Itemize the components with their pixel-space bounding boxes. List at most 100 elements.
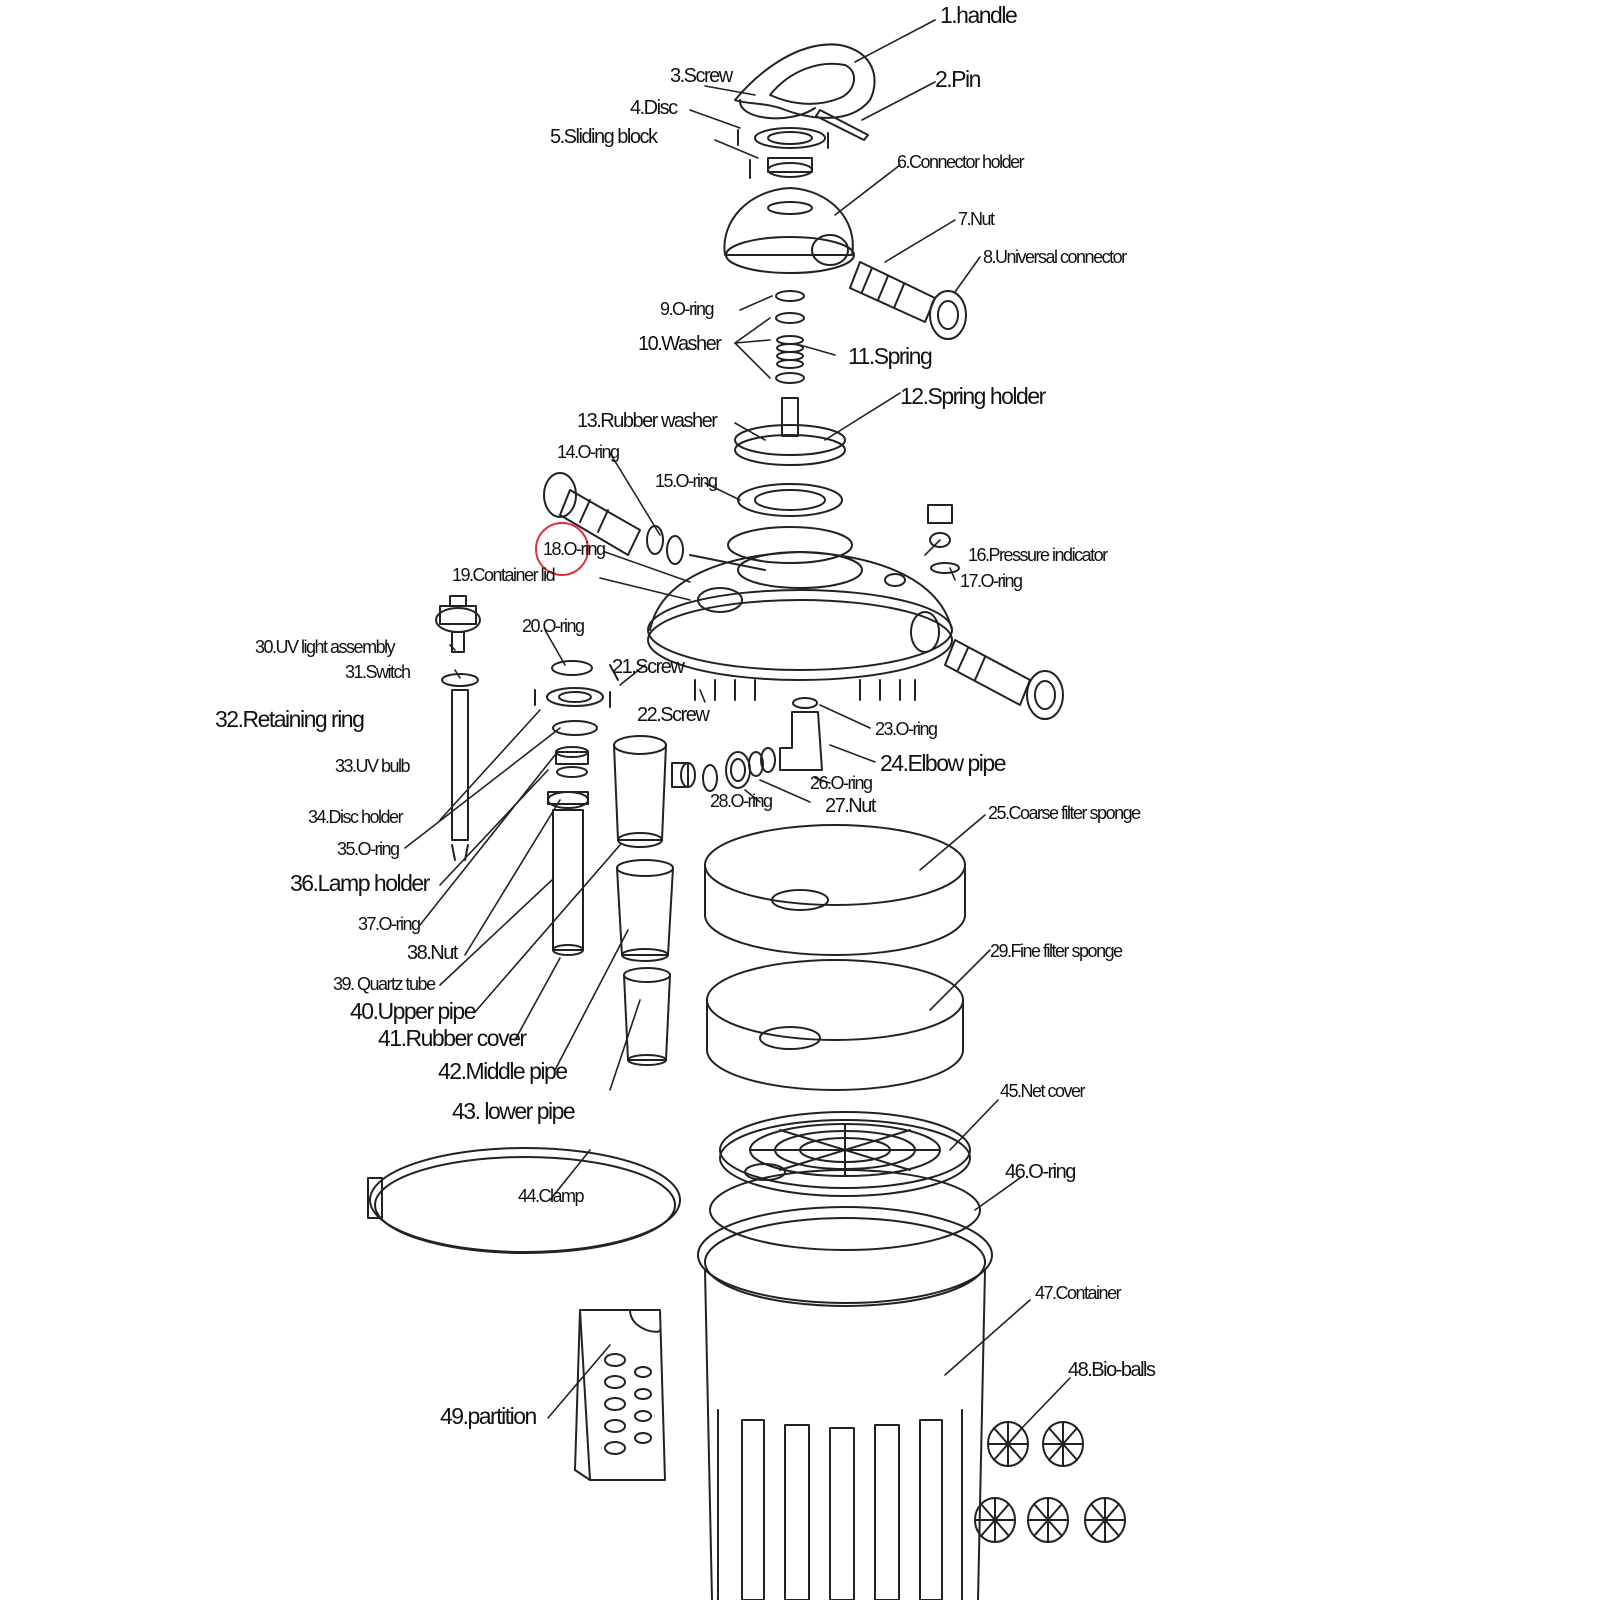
oring-28-part — [703, 765, 717, 791]
lower-pipe-part — [624, 968, 670, 1065]
label-10-washer: 10.Washer — [638, 333, 722, 355]
coarse-filter-sponge-part — [705, 825, 965, 955]
oring-9-part — [776, 291, 804, 301]
label-39-quartz-tube: 39. Quartz tube — [333, 974, 436, 994]
uv-light-assembly-part — [436, 596, 480, 632]
label-28-oring: 28.O-ring — [710, 791, 773, 811]
label-3-screw: 3.Screw — [670, 65, 733, 87]
oring-15-part — [728, 527, 852, 563]
oring-46-part — [710, 1170, 980, 1250]
upper-pipe-part — [614, 736, 666, 847]
label-11-spring: 11.Spring — [848, 343, 933, 369]
label-14-oring: 14.O-ring — [557, 442, 620, 462]
oring-35-part — [553, 721, 597, 735]
label-12-spring-holder: 12.Spring holder — [900, 383, 1046, 409]
label-18-oring: 18.O-ring — [543, 539, 606, 559]
middle-pipe-part — [617, 860, 673, 961]
oring-20-part — [552, 661, 592, 675]
nut-38-part — [548, 792, 588, 808]
label-1-handle: 1.handle — [940, 2, 1018, 28]
rubber-washer-part — [738, 484, 842, 516]
lamp-holder-part — [556, 747, 588, 764]
pressure-indicator-part — [928, 505, 952, 547]
label-31-switch: 31.Switch — [345, 662, 411, 682]
label-34-disc-holder: 34.Disc holder — [308, 807, 404, 827]
net-cover-part — [720, 1112, 970, 1196]
label-25-coarse-filter-sponge: 25.Coarse filter sponge — [988, 803, 1141, 823]
oring-18-part — [667, 536, 683, 564]
bio-ball-2 — [1043, 1422, 1083, 1466]
label-9-oring: 9.O-ring — [660, 299, 715, 319]
label-40-upper-pipe: 40.Upper pipe — [350, 998, 477, 1024]
partition-part — [575, 1310, 665, 1480]
label-36-lamp-holder: 36.Lamp holder — [290, 870, 430, 896]
universal-connector-right-top — [850, 262, 966, 339]
label-33-uv-bulb: 33.UV bulb — [335, 756, 411, 776]
label-37-oring: 37.O-ring — [358, 914, 421, 934]
disc-part — [755, 128, 825, 148]
uv-bulb-part — [452, 690, 468, 860]
bio-ball-4 — [1028, 1498, 1068, 1542]
washer-part — [776, 313, 804, 383]
fine-filter-sponge-part — [707, 960, 963, 1090]
bio-ball-5 — [1085, 1498, 1125, 1542]
label-13-rubber-washer: 13.Rubber washer — [577, 410, 718, 432]
label-42-middle-pipe: 42.Middle pipe — [438, 1058, 568, 1084]
label-7-nut: 7.Nut — [958, 209, 995, 229]
disc-holder-part — [547, 688, 603, 706]
oring-14-part — [647, 526, 663, 554]
universal-connector-right-lower — [945, 640, 1063, 719]
sliding-block-part — [750, 158, 812, 178]
label-21-screw: 21.Screw — [612, 656, 685, 678]
label-29-fine-filter-sponge: 29.Fine filter sponge — [990, 941, 1123, 961]
label-32-retaining-ring: 32.Retaining ring — [215, 706, 365, 732]
bio-ball-1 — [988, 1422, 1028, 1466]
label-24-elbow-pipe: 24.Elbow pipe — [880, 750, 1007, 776]
label-19-container-lid: 19.Container lid — [452, 565, 556, 585]
label-5-sliding-block: 5.Sliding block — [550, 126, 658, 148]
screw-21-part — [535, 665, 618, 707]
label-45-net-cover: 45.Net cover — [1000, 1081, 1086, 1101]
label-27-nut: 27.Nut — [825, 795, 876, 817]
label-23-oring: 23.O-ring — [875, 719, 938, 739]
label-48-bio-balls: 48.Bio-balls — [1068, 1359, 1156, 1381]
label-20-oring: 20.O-ring — [522, 616, 585, 636]
label-35-oring: 35.O-ring — [337, 839, 400, 859]
screw-22-part — [695, 680, 915, 700]
label-47-container: 47.Container — [1035, 1283, 1122, 1303]
label-2-pin: 2.Pin — [935, 66, 981, 92]
elbow-pipe-part — [780, 712, 822, 770]
spring-part — [777, 336, 803, 368]
clamp-part — [368, 1148, 680, 1253]
nut-27-part — [726, 752, 750, 788]
label-41-rubber-cover: 41.Rubber cover — [378, 1025, 527, 1051]
label-49-partition: 49.partition — [440, 1403, 537, 1429]
label-17-oring: 17.O-ring — [960, 571, 1023, 591]
retaining-ring-part — [442, 674, 478, 686]
handle-part — [735, 44, 875, 118]
oring-26-part — [749, 748, 775, 776]
label-26-oring: 26.O-ring — [810, 773, 873, 793]
highlight-circle — [535, 522, 589, 576]
oring-17-part — [931, 563, 959, 573]
label-8-universal-connector: 8.Universal connector — [983, 247, 1127, 267]
container-lid-part — [648, 552, 952, 680]
quartz-tube-part — [553, 810, 583, 955]
label-22-screw: 22.Screw — [637, 704, 710, 726]
container-part — [698, 1207, 992, 1600]
bio-ball-3 — [975, 1498, 1015, 1542]
universal-connector-left — [544, 473, 640, 555]
label-15-oring: 15.O-ring — [655, 471, 718, 491]
spring-holder-part — [735, 398, 845, 465]
oring-37-part — [557, 767, 587, 777]
label-6-connector-holder: 6.Connector holder — [897, 152, 1025, 172]
label-44-clamp: 44.Clamp — [518, 1186, 585, 1206]
leader-lines — [404, 19, 1071, 1431]
connector-holder-part — [724, 188, 854, 273]
label-16-pressure-indicator: 16.Pressure indicator — [968, 545, 1108, 565]
screw-3-part — [738, 130, 828, 148]
label-38-nut: 38.Nut — [407, 942, 458, 964]
label-46-oring: 46.O-ring — [1005, 1161, 1076, 1183]
